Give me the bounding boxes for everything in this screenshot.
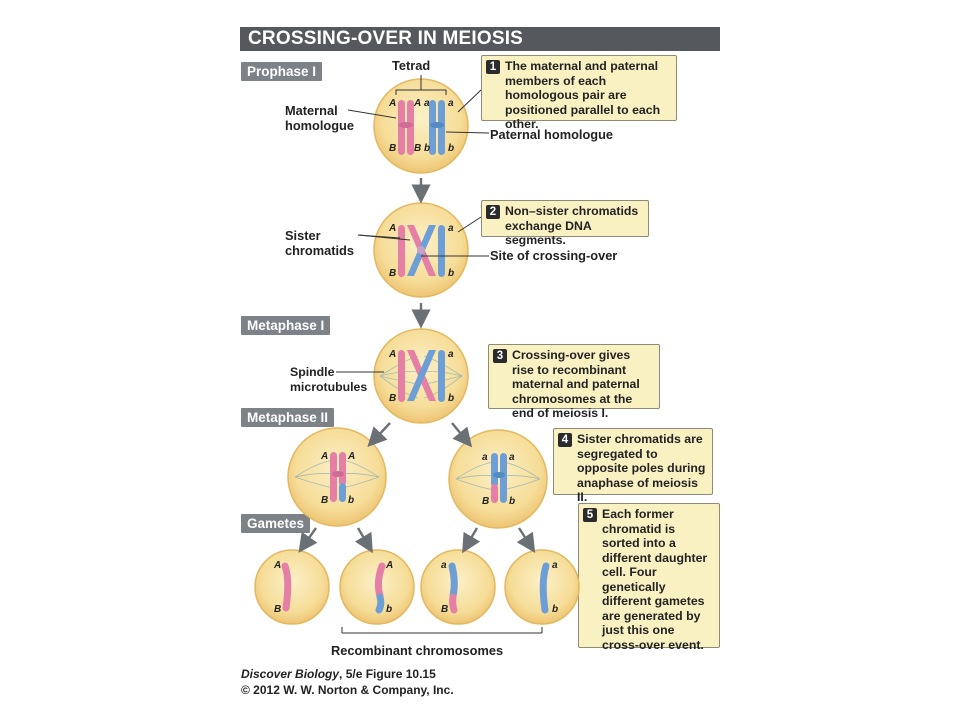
metaphase2-left-chromosome (330, 452, 346, 502)
gamete-cell-4 (504, 549, 580, 625)
allele-B: B (274, 604, 281, 615)
allele-B: B (441, 604, 448, 615)
allele-A: A (413, 98, 421, 109)
allele-b: b (448, 268, 454, 279)
gamete-4-chromosome (539, 562, 550, 614)
step-number: 4 (558, 433, 572, 447)
crossing-chromosomes (398, 225, 445, 277)
callout-step-1: 1 The maternal and paternal members of e… (481, 55, 677, 131)
allele-A: A (385, 560, 393, 571)
caption-source: Discover Biology, 5/e Figure 10.15 (241, 667, 436, 681)
allele-a: a (448, 349, 454, 360)
gamete-3-chromosome (448, 562, 458, 614)
allele-a: a (448, 223, 454, 234)
step-number: 5 (583, 508, 597, 522)
allele-A: A (388, 349, 396, 360)
caption-copyright: © 2012 W. W. Norton & Company, Inc. (241, 683, 454, 697)
step-number: 1 (486, 60, 500, 74)
allele-a: a (482, 452, 488, 463)
step-text: Non–sister chromatids exchange DNA segme… (505, 204, 639, 247)
cell-prophase-1 (373, 78, 469, 174)
allele-B: B (389, 143, 396, 154)
figure-title: CROSSING-OVER IN MEIOSIS (248, 28, 524, 49)
allele-b: b (509, 496, 515, 507)
label-tetrad: Tetrad (392, 58, 431, 73)
label-maternal-homologue: Maternal homologue (285, 103, 354, 133)
gamete-1-chromosome (281, 562, 292, 612)
label-spindle-microtubules: Spindle microtubules (290, 365, 368, 394)
caption-edition: , 5/e Figure 10.15 (339, 667, 436, 681)
allele-a: a (509, 452, 515, 463)
arrow-down-left-icon (367, 422, 391, 447)
step-text: Each former chromatid is sorted into a d… (602, 507, 708, 652)
gamete-2-chromosome (374, 562, 386, 614)
allele-B: B (389, 268, 396, 279)
allele-A: A (347, 451, 355, 462)
step-text: Sister chromatids are segregated to oppo… (577, 432, 706, 504)
allele-B: B (321, 495, 328, 506)
allele-b: b (386, 604, 392, 615)
allele-b: b (552, 604, 558, 615)
arrow-down-right-icon (451, 422, 473, 448)
step-text: The maternal and paternal members of eac… (505, 59, 661, 131)
allele-B: B (389, 393, 396, 404)
label-recombinant-chromosomes: Recombinant chromosomes (331, 643, 504, 658)
allele-a: a (552, 560, 558, 571)
allele-a: a (441, 560, 447, 571)
cell-metaphase-2-right (448, 429, 548, 529)
callout-step-2: 2 Non–sister chromatids exchange DNA seg… (481, 200, 649, 247)
arrow-down-left-icon (462, 527, 481, 554)
cell-metaphase-1 (373, 328, 469, 424)
cell-prophase-2 (373, 202, 469, 298)
allele-A: A (388, 223, 396, 234)
allele-a: a (424, 98, 430, 109)
allele-b: b (448, 143, 454, 154)
gamete-cell-2 (339, 549, 415, 625)
allele-B: B (414, 143, 421, 154)
allele-A: A (320, 451, 328, 462)
stage-label-metaphase2: Metaphase II (241, 408, 335, 427)
callout-step-3: 3 Crossing-over gives rise to recombinan… (488, 344, 660, 420)
label-paternal-homologue: Paternal homologue (490, 127, 614, 142)
allele-B: B (482, 496, 489, 507)
step-number: 2 (486, 205, 500, 219)
callout-step-5: 5 Each former chromatid is sorted into a… (578, 503, 720, 652)
title-bar (240, 27, 720, 51)
gamete-cell-3 (420, 549, 496, 625)
allele-A: A (273, 560, 281, 571)
allele-b: b (448, 393, 454, 404)
label-sister-chromatids: Sister chromatids (285, 228, 354, 258)
step-number: 3 (493, 349, 507, 363)
allele-b: b (424, 143, 430, 154)
metaphase2-right-chromosome (491, 453, 507, 503)
stage-label-metaphase1: Metaphase I (241, 316, 331, 335)
arrow-down-right-icon (516, 527, 536, 554)
callout-step-4: 4 Sister chromatids are segregated to op… (553, 428, 713, 504)
allele-b: b (348, 495, 354, 506)
stage-label-gametes: Gametes (241, 514, 311, 533)
allele-A: A (388, 98, 396, 109)
caption-book: Discover Biology (241, 667, 340, 681)
tetrad-bracket (395, 75, 447, 95)
arrow-down-right-icon (354, 527, 373, 554)
tetrad-prophase-1 (398, 100, 445, 155)
step-text: Crossing-over gives rise to recombinant … (512, 348, 640, 420)
stage-label-prophase: Prophase I (241, 62, 323, 81)
cell-metaphase-2-left (287, 427, 387, 527)
gamete-cell-1 (254, 549, 330, 625)
label-site-crossing-over: Site of crossing-over (490, 248, 618, 263)
allele-a: a (448, 98, 454, 109)
metaphase1-chromosomes (398, 350, 445, 402)
